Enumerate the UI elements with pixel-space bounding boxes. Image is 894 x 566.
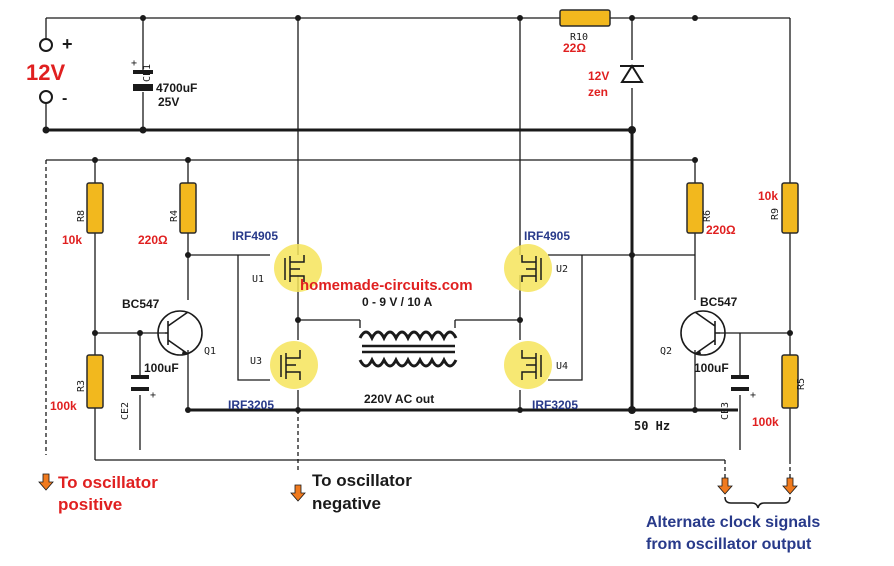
u1-type: IRF4905 (232, 229, 278, 243)
r3-value: 100k (50, 399, 77, 413)
mosfet-u3: U3 IRF3205 (228, 341, 318, 412)
transformer: 0 - 9 V / 10 A 220V AC out (358, 295, 458, 406)
r10-ref: R10 (570, 32, 588, 43)
negative-terminal (39, 90, 53, 104)
u3-type: IRF3205 (228, 398, 274, 412)
clock-label-2: from oscillator output (646, 536, 812, 553)
zener-voltage: 12V (588, 69, 609, 83)
osc-negative-label-2: negative (312, 494, 381, 513)
transformer-primary: 0 - 9 V / 10 A (362, 295, 433, 309)
clock-arrow-right (782, 477, 798, 495)
resistor-r9: R9 10k (758, 182, 799, 234)
transistor-q1: BC547 Q1 (122, 297, 216, 357)
osc-positive-label-2: positive (58, 495, 122, 514)
resistor-r5: R5 100k (752, 354, 807, 429)
r6-value: 220Ω (706, 223, 736, 237)
osc-negative-arrow (290, 484, 306, 502)
svg-text:U4: U4 (556, 361, 568, 372)
resistor-r10: R10 22Ω (559, 9, 611, 55)
osc-positive-label-1: To oscillator (58, 473, 158, 492)
capacitor-ce3: + CE3 100uF (694, 361, 756, 420)
mosfet-u1: U1 IRF4905 (232, 229, 322, 292)
svg-text:U3: U3 (250, 356, 262, 367)
positive-terminal (39, 38, 53, 52)
ce2-value: 100uF (144, 361, 179, 375)
u4-type: IRF3205 (532, 398, 578, 412)
r10-value: 22Ω (563, 41, 586, 55)
plus-label: + (62, 34, 73, 54)
clock-brace (724, 496, 791, 509)
bottom-labels: To oscillator positive To oscillator neg… (58, 471, 820, 553)
ce1-value: 4700uF (156, 81, 197, 95)
power-terminals: + - 12V (26, 34, 73, 107)
svg-text:U2: U2 (556, 264, 568, 275)
r9-value: 10k (758, 189, 778, 203)
svg-text:CE2: CE2 (120, 402, 131, 420)
resistor-r8: R8 10k (62, 182, 104, 247)
q1-type: BC547 (122, 297, 160, 311)
watermark: homemade-circuits.com (300, 277, 473, 294)
svg-text:+: + (150, 390, 156, 401)
zener-type: zen (588, 85, 608, 99)
q1-ref: Q1 (204, 346, 216, 357)
resistor-r3: R3 100k (50, 354, 104, 413)
osc-positive-arrow (38, 473, 54, 491)
mosfet-u2: U2 IRF4905 (504, 229, 570, 292)
clock-label-1: Alternate clock signals (646, 514, 820, 531)
resistor-r6: R6 220Ω (686, 182, 736, 237)
mosfet-u4: U4 IRF3205 (504, 341, 578, 412)
svg-text:R4: R4 (169, 210, 180, 222)
minus-label: - (62, 90, 67, 107)
svg-text:U1: U1 (252, 274, 264, 285)
u2-type: IRF4905 (524, 229, 570, 243)
arrows (38, 473, 798, 509)
r8-value: 10k (62, 233, 82, 247)
q2-type: BC547 (700, 295, 738, 309)
svg-text:R6: R6 (702, 210, 713, 222)
transformer-secondary: 220V AC out (364, 392, 434, 406)
transistor-q2: BC547 Q2 (660, 295, 738, 357)
zener-diode: 12V zen (588, 64, 644, 99)
svg-text:CE3: CE3 (720, 402, 731, 420)
q2-ref: Q2 (660, 346, 672, 357)
r4-value: 220Ω (138, 233, 168, 247)
frequency-label: 50 Hz (634, 419, 670, 433)
ce3-value: 100uF (694, 361, 729, 375)
r5-value: 100k (752, 415, 779, 429)
osc-negative-label-1: To oscillator (312, 471, 412, 490)
svg-text:+: + (750, 390, 756, 401)
svg-text:R9: R9 (770, 208, 781, 220)
capacitor-ce2: + CE2 100uF (120, 361, 179, 420)
supply-voltage: 12V (26, 60, 65, 85)
svg-text:+: + (131, 58, 137, 69)
clock-arrow-left (717, 477, 733, 495)
junction-dots (42, 15, 793, 414)
ce1-ref: CE1 (142, 64, 153, 82)
svg-text:R3: R3 (76, 380, 87, 392)
resistor-r4: R4 220Ω (138, 182, 197, 247)
svg-text:R8: R8 (76, 210, 87, 222)
svg-text:R5: R5 (796, 378, 807, 390)
ce1-voltage: 25V (158, 95, 179, 109)
capacitor-ce1: + CE1 4700uF 25V (131, 58, 197, 109)
